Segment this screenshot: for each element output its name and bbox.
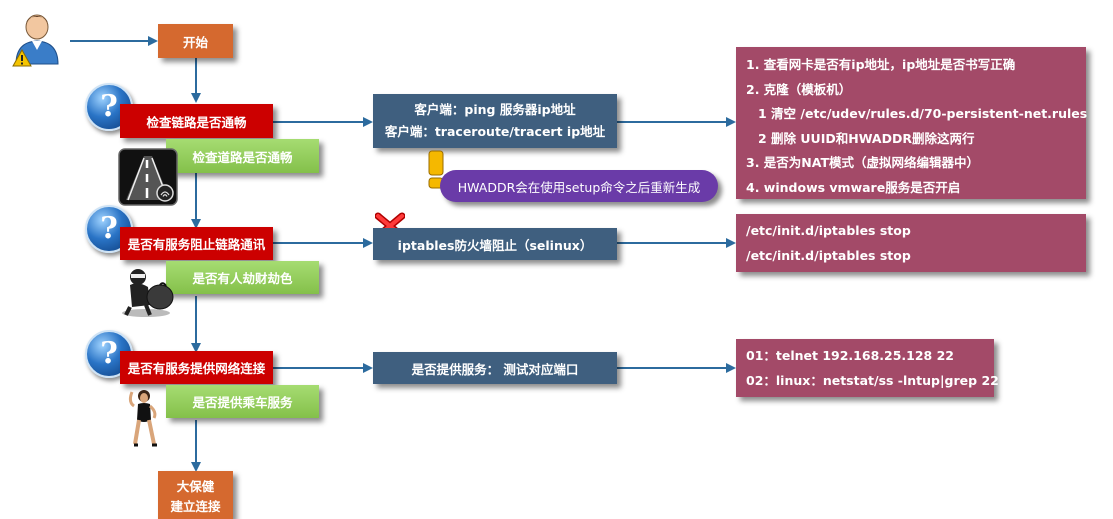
- start-label: 开始: [182, 34, 208, 50]
- woman-figure-icon: [128, 390, 157, 447]
- detail1-line: 2 删除 UUID和HWADDR删除这两行: [758, 130, 975, 146]
- step3-analogy-label: 是否提供乘车服务: [192, 395, 293, 410]
- check1-line2: 客户端：traceroute/tracert ip地址: [384, 124, 606, 139]
- detail2-line: /etc/init.d/iptables stop: [746, 247, 911, 263]
- step3-question-label: 是否有服务提供网络连接: [127, 361, 266, 376]
- step2-question-box: 是否有服务阻止链路通讯: [120, 227, 273, 260]
- step2-analogy-box: 是否有人劫财劫色: [166, 261, 319, 294]
- detail3-line: 02：linux：netstat/ss -lntup|grep 22: [746, 372, 999, 388]
- check2-label: iptables防火墙阻止（selinux）: [397, 237, 593, 253]
- robber-icon: [122, 269, 174, 317]
- end-label-line1: 大保健: [176, 479, 215, 494]
- step3-analogy-box: 是否提供乘车服务: [166, 385, 319, 418]
- end-label-line2: 建立连接: [170, 499, 221, 514]
- detail1-line: 1 清空 /etc/udev/rules.d/70-persistent-net…: [758, 106, 1088, 121]
- step1-analogy-label: 检查道路是否通畅: [192, 149, 293, 165]
- hwaddr-note: HWADDR会在使用setup命令之后重新生成: [440, 170, 718, 202]
- check3-box: 是否提供服务： 测试对应端口: [373, 352, 617, 384]
- detail1-line: 4. windows vmware服务是否开启: [746, 179, 961, 195]
- hwaddr-note-label: HWADDR会在使用setup命令之后重新生成: [457, 179, 701, 195]
- detail3-box: 01：telnet 192.168.25.128 22 02：linux：net…: [736, 339, 999, 397]
- check3-label: 是否提供服务： 测试对应端口: [411, 361, 579, 377]
- detail1-line: 3. 是否为NAT模式（虚拟网络编辑器中）: [746, 155, 979, 170]
- check2-box: iptables防火墙阻止（selinux）: [373, 228, 617, 260]
- step1-analogy-box: 检查道路是否通畅: [166, 139, 319, 173]
- step1-question-box: 检查链路是否通畅: [120, 104, 273, 138]
- end-node: 大保健 建立连接: [158, 471, 233, 519]
- user-warning-icon: [12, 14, 59, 67]
- exclamation-icon: [428, 150, 444, 189]
- detail1-line: 1. 查看网卡是否有ip地址，ip地址是否书写正确: [746, 57, 1016, 72]
- detail2-line: /etc/init.d/iptables stop: [746, 223, 911, 238]
- check1-line1: 客户端：ping 服务器ip地址: [414, 102, 576, 117]
- step1-question-label: 检查链路是否通畅: [146, 114, 247, 130]
- step2-analogy-label: 是否有人劫财劫色: [192, 271, 293, 286]
- detail1-box: 1. 查看网卡是否有ip地址，ip地址是否书写正确 2. 克隆（模板机） 1 清…: [736, 47, 1088, 199]
- detail1-line: 2. 克隆（模板机）: [746, 81, 852, 97]
- step3-question-box: 是否有服务提供网络连接: [120, 351, 273, 384]
- road-icon: [118, 148, 178, 206]
- start-node: 开始: [158, 24, 233, 58]
- check1-box: 客户端：ping 服务器ip地址 客户端：traceroute/tracert …: [373, 94, 617, 148]
- step2-question-label: 是否有服务阻止链路通讯: [127, 237, 266, 252]
- detail3-line: 01：telnet 192.168.25.128 22: [746, 348, 955, 363]
- detail2-box: /etc/init.d/iptables stop /etc/init.d/ip…: [736, 214, 1086, 272]
